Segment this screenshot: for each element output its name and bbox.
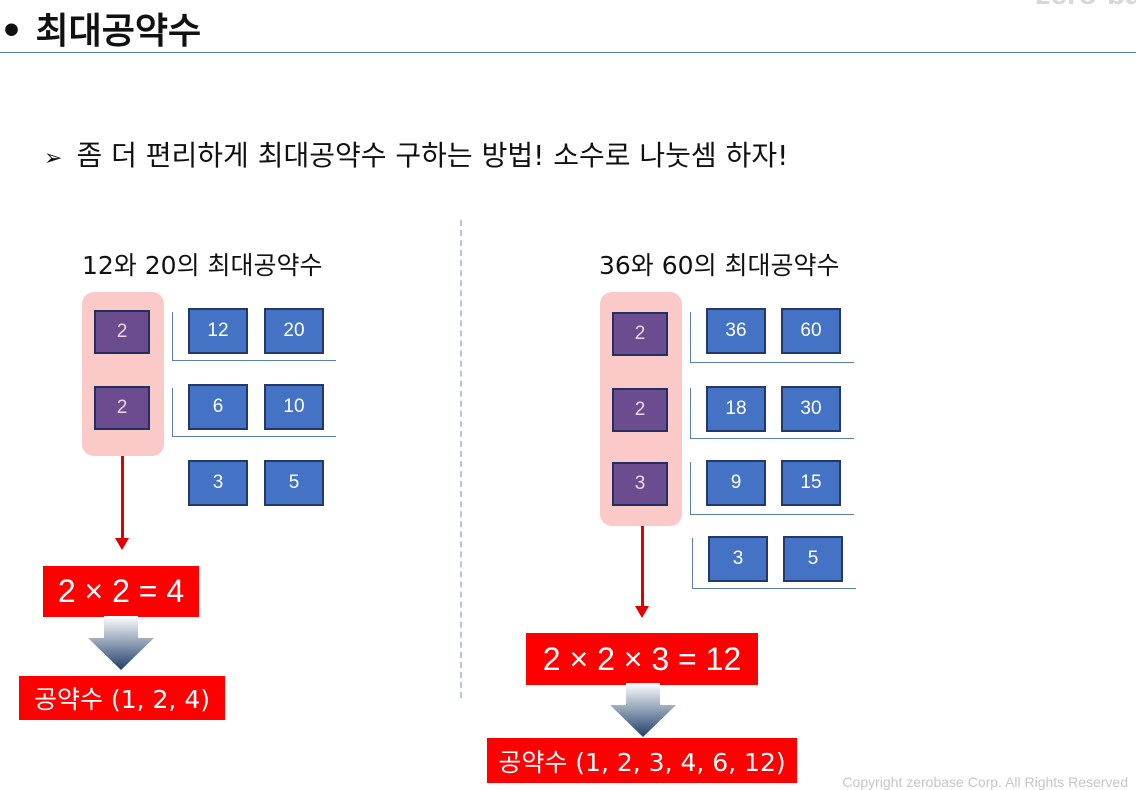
left-number-box: 12 (188, 308, 248, 354)
right-down-arrow-icon (610, 683, 676, 737)
left-divisor-1: 2 (94, 310, 150, 354)
right-bracket-4-horizontal (692, 588, 856, 589)
title-divider (0, 52, 1136, 53)
right-bracket-3-vertical (690, 462, 691, 514)
left-product-box: 2 × 2 = 4 (43, 566, 199, 617)
right-divisor-2: 2 (612, 388, 668, 432)
right-bracket-1-horizontal (690, 362, 854, 363)
right-product-box: 2 × 2 × 3 = 12 (526, 633, 758, 685)
right-result-box: 공약수 (1, 2, 3, 4, 6, 12) (487, 738, 797, 783)
left-bracket-1-horizontal (172, 360, 336, 361)
bullet-text: 좀 더 편리하게 최대공약수 구하는 방법! 소수로 나눗셈 하자! (76, 139, 789, 172)
right-number-box: 30 (781, 386, 841, 432)
left-number-box: 6 (188, 384, 248, 430)
right-divisor-1: 2 (612, 312, 668, 356)
right-number-box: 5 (783, 536, 843, 582)
right-bracket-2-vertical (690, 388, 691, 438)
left-result-box: 공약수 (1, 2, 4) (19, 676, 225, 720)
copyright-text: Copyright zerobase Corp. All Rights Rese… (842, 774, 1128, 790)
left-number-box: 10 (264, 384, 324, 430)
right-bracket-2-horizontal (690, 438, 854, 439)
right-number-box: 15 (781, 460, 841, 506)
right-red-arrow-head (635, 606, 649, 618)
left-bracket-2-horizontal (172, 436, 336, 437)
right-number-box: 60 (781, 308, 841, 354)
left-down-arrow-icon (88, 616, 154, 670)
left-bracket-2-vertical (172, 388, 173, 436)
right-red-arrow-shaft (641, 526, 644, 608)
right-divisor-3: 3 (612, 462, 668, 506)
left-number-box: 5 (264, 460, 324, 506)
left-red-arrow-head (115, 538, 129, 550)
right-bracket-1-vertical (690, 312, 691, 362)
left-bracket-1-vertical (172, 312, 173, 360)
right-number-box: 3 (708, 536, 768, 582)
right-bracket-4-vertical (692, 538, 693, 588)
arrowhead-icon: ➢ (44, 146, 63, 171)
right-subtitle: 36와 60의 최대공약수 (599, 251, 840, 280)
left-red-arrow-shaft (121, 456, 124, 540)
section-divider (460, 220, 462, 698)
left-divisor-2: 2 (94, 386, 150, 430)
brand-logo-text: zero-ba (1035, 0, 1136, 12)
right-number-box: 9 (706, 460, 766, 506)
bullet-point: ➢ 좀 더 편리하게 최대공약수 구하는 방법! 소수로 나눗셈 하자! (44, 134, 788, 174)
left-number-box: 20 (264, 308, 324, 354)
right-number-box: 18 (706, 386, 766, 432)
left-subtitle: 12와 20의 최대공약수 (82, 251, 323, 280)
right-bracket-3-horizontal (690, 514, 854, 515)
right-number-box: 36 (706, 308, 766, 354)
left-number-box: 3 (188, 460, 248, 506)
page-title: • 최대공약수 (0, 11, 202, 52)
